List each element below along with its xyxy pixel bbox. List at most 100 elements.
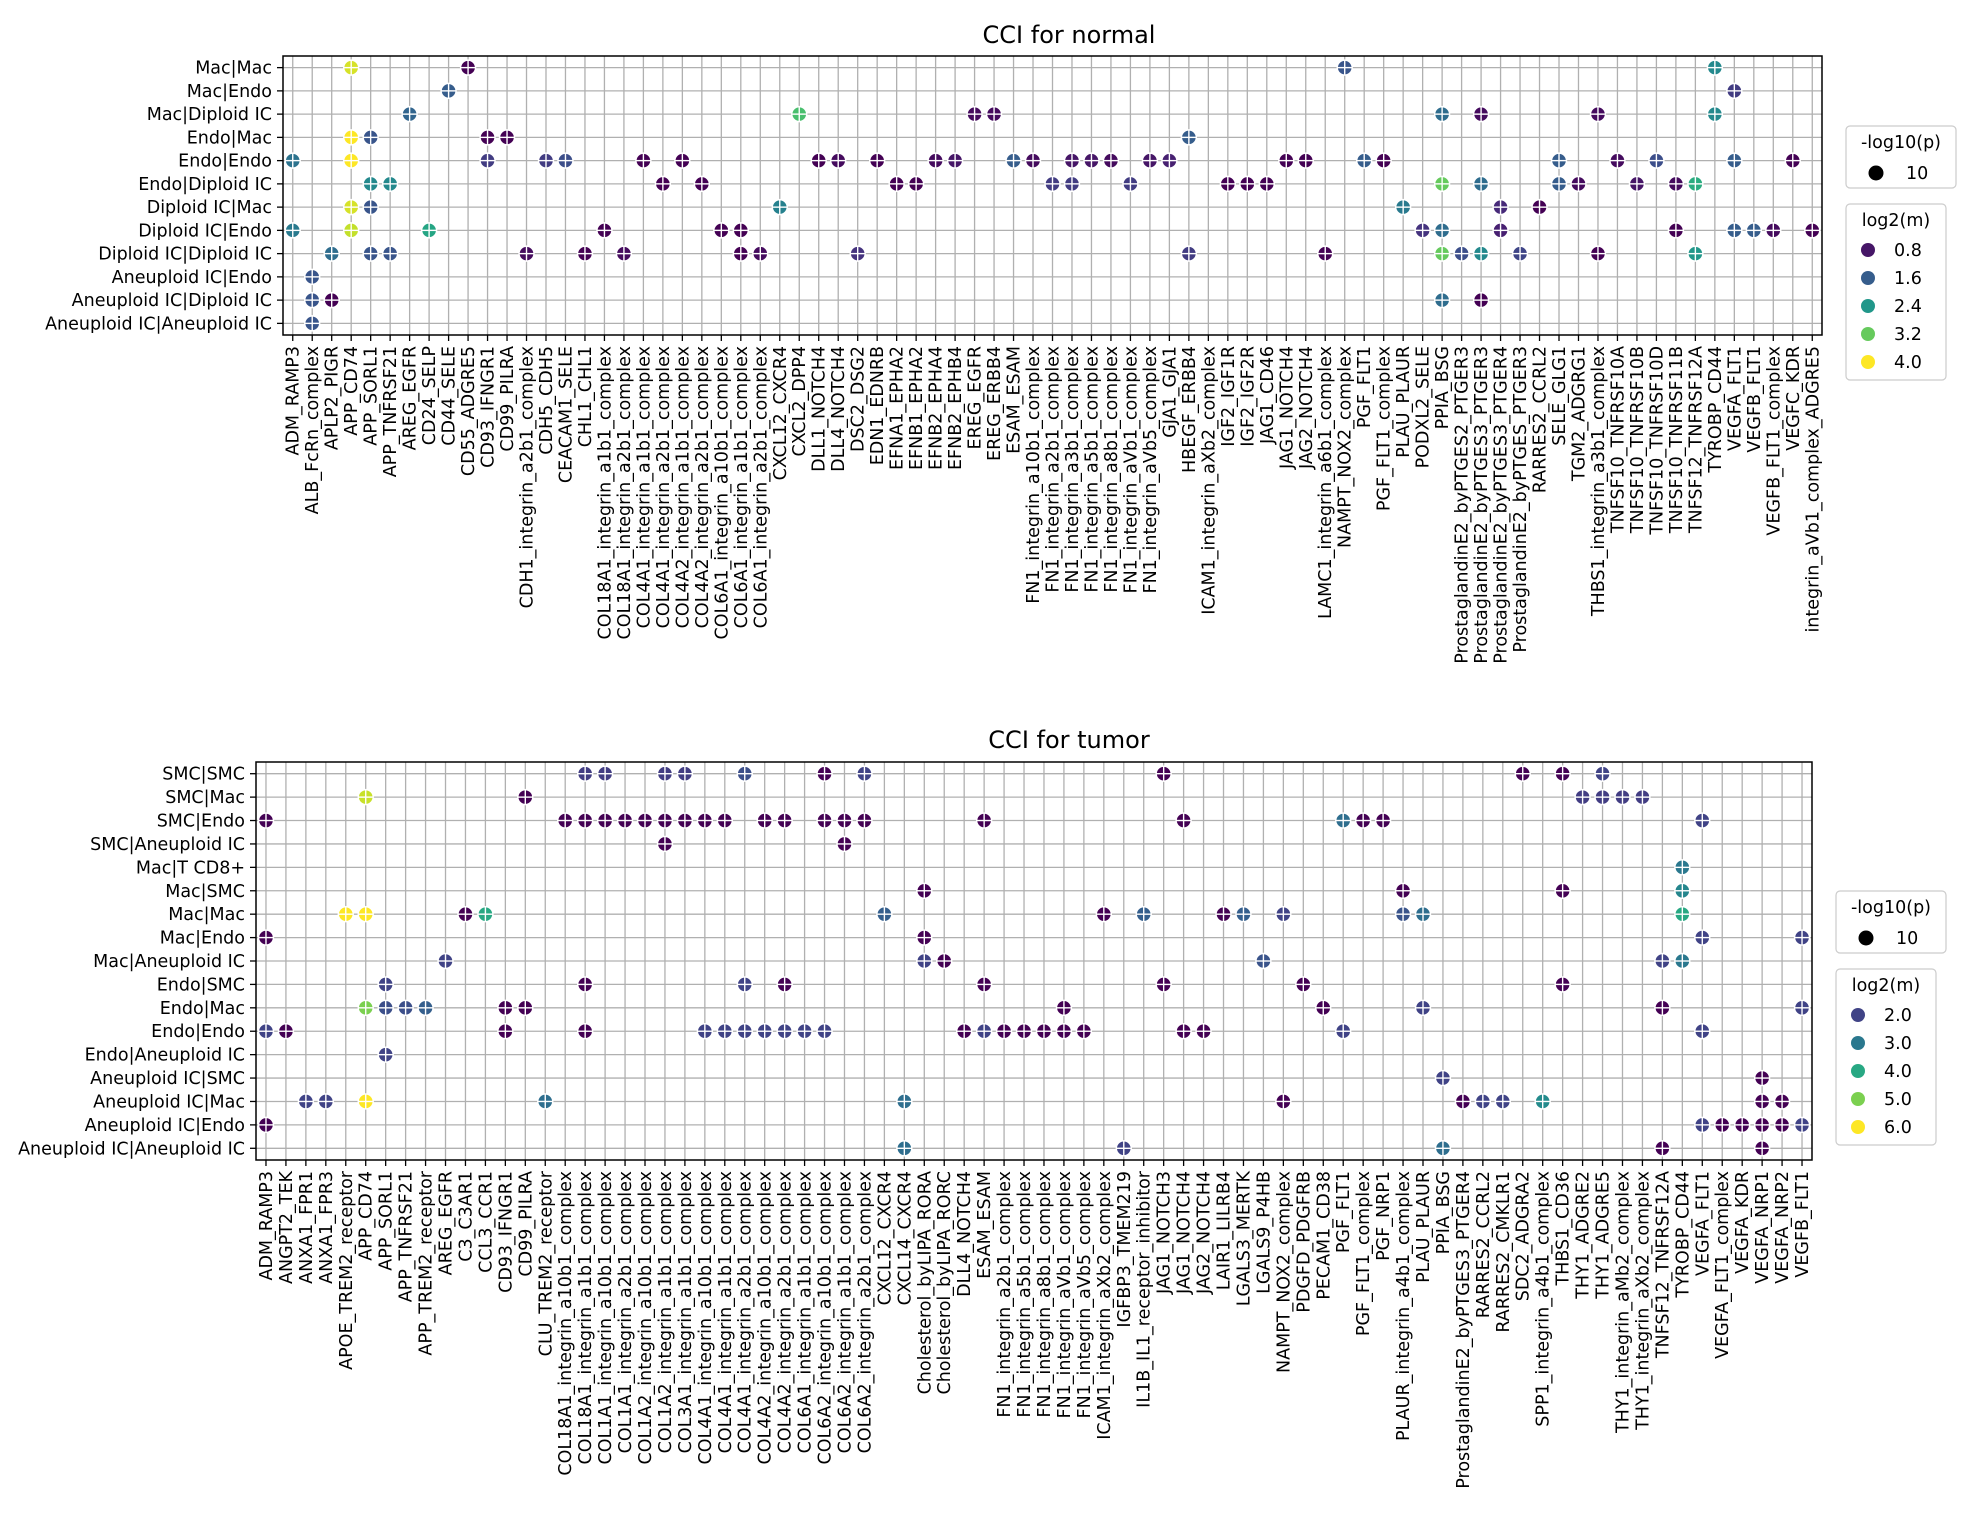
point-prostaglandine2-byptges-ptger3--diploid-ic-diploid-ic: [1511, 245, 1529, 262]
x-tick-label-col3a1-integrin-a1b1-complex: COL3A1_integrin_a1b1_complex: [676, 1171, 696, 1453]
x-tick-label-plau-plaur: PLAU_PLAUR: [1414, 1171, 1434, 1283]
x-tick-label-igfbp3-tmem219: IGFBP3_TMEM219: [1115, 1171, 1135, 1328]
point-cholesterol-bylipa-rora--mac-smc: [916, 882, 933, 899]
point-thy1-adgre5--smc-mac: [1594, 788, 1611, 806]
point-tnfsf12-tnfrsf12a--diploid-ic-diploid-ic: [1687, 245, 1704, 262]
x-tick-label-vegfb-flt1: VEGFB_FLT1: [1745, 346, 1765, 453]
x-tick-label-fn1-integrin-a8b1-complex: FN1_integrin_a8b1_complex: [1102, 346, 1122, 593]
point-vegfb-flt1--endo-mac: [1793, 999, 1811, 1017]
point-anxa1-fpr1--aneuploid-ic-mac: [297, 1093, 315, 1110]
point-tgm2-adgrg1--endo-diploid-ic: [1570, 175, 1587, 193]
x-tick-label-col4a1-integrin-a10b1-complex: COL4A1_integrin_a10b1_complex: [696, 1171, 716, 1464]
x-tick-label-jag2-notch4: JAG2_NOTCH4: [1195, 1171, 1215, 1295]
point-col4a1-integrin-a2b1-complex--endo-diploid-ic: [654, 175, 672, 193]
point-ceacam1-sele--endo-endo: [557, 152, 574, 169]
x-tick-label-vegfb-flt1: VEGFB_FLT1: [1793, 1171, 1813, 1278]
x-tick-label-col6a2-integrin-a10b1-complex: COL6A2_integrin_a10b1_complex: [816, 1171, 836, 1464]
point-integrin-avb1-complex-adgre5--diploid-ic-endo: [1804, 222, 1821, 239]
x-tick-label-edn1-ednrb: EDN1_EDNRB: [868, 346, 888, 465]
y-tick-label-mac-aneuploid-ic: Mac|Aneuploid IC: [93, 952, 245, 972]
size-legend-title: -log10(p): [1861, 133, 1941, 153]
point-app-cd74--mac-mac: [357, 905, 374, 923]
x-tick-label-col4a2-integrin-a2b1-complex: COL4A2_integrin_a2b1_complex: [693, 346, 713, 628]
x-tick-label-tyrobp-cd44: TYROBP_CD44: [1673, 1171, 1693, 1299]
point-col4a2-integrin-a1b1-complex--endo-endo: [674, 152, 691, 169]
x-tick-label-lair1-lilrb4: LAIR1_LILRB4: [1215, 1171, 1235, 1290]
point-jag1-notch3--endo-smc: [1155, 976, 1172, 993]
point-fn1-integrin-a2b1-complex--endo-diploid-ic: [1044, 175, 1061, 193]
x-tick-label-integrin-avb1-complex-adgre5: integrin_aVb1_complex_ADGRE5: [1803, 346, 1823, 633]
x-tick-label-thy1-integrin-axb2-complex: THY1_integrin_aXb2_complex: [1633, 1171, 1653, 1431]
color-legend-label: 4.0: [1884, 1062, 1912, 1082]
point-esam-esam--smc-endo: [975, 812, 993, 829]
point-thbs1-integrin-a3b1-complex--mac-diploid-ic: [1589, 105, 1607, 123]
x-tick-label-efna1-epha2: EFNA1_EPHA2: [888, 346, 908, 470]
point-tnfsf12-tnfrsf12a--endo-diploid-ic: [1687, 175, 1704, 193]
x-tick-label-vegfa-flt1: VEGFA_FLT1: [1693, 1171, 1713, 1276]
y-tick-label-endo-smc: Endo|SMC: [157, 975, 245, 995]
point-cd93-ifngr1--endo-endo: [497, 1023, 514, 1040]
y-tick-label-mac-mac: Mac|Mac: [168, 905, 245, 925]
point-adm-ramp3--diploid-ic-endo: [284, 222, 301, 239]
x-tick-label-fn1-integrin-a10b1-complex: FN1_integrin_a10b1_complex: [1024, 346, 1044, 604]
x-tick-label-col18a1-integrin-a1b1-complex: COL18A1_integrin_a1b1_complex: [595, 346, 615, 639]
point-spp1-integrin-a4b1-complex--aneuploid-ic-mac: [1534, 1093, 1551, 1110]
x-tick-label-col4a2-integrin-a2b1-complex: COL4A2_integrin_a2b1_complex: [776, 1171, 796, 1453]
point-icam1-integrin-axb2-complex--mac-mac: [1095, 905, 1113, 923]
point-jag1-notch4--endo-endo: [1278, 152, 1295, 169]
point-cd93-ifngr1--endo-mac: [479, 129, 496, 146]
point-jag2-notch4--endo-endo: [1297, 152, 1314, 169]
x-tick-label-cdh1-integrin-a2b1-complex: CDH1_integrin_a2b1_complex: [518, 346, 538, 608]
color-legend-title: log2(m): [1852, 976, 1921, 996]
point-tnfsf12-tnfrsf12a--endo-mac: [1654, 999, 1671, 1017]
x-tick-label-pgf-flt1: PGF_FLT1: [1334, 1171, 1354, 1253]
point-thbs1-cd36--mac-smc: [1554, 882, 1571, 899]
point-cholesterol-bylipa-rora--mac-endo: [916, 929, 933, 946]
x-tick-label-fn1-integrin-a8b1-complex: FN1_integrin_a8b1_complex: [1035, 1171, 1055, 1418]
color-legend-marker: [1851, 1008, 1865, 1022]
x-tick-label-cd44-sele: CD44_SELE: [440, 346, 460, 446]
x-tick-label-fn1-integrin-avb1-complex: FN1_integrin_aVb1_complex: [1055, 1171, 1075, 1418]
point-tyrobp-cd44--mac-t-cd8: [1674, 859, 1691, 876]
point-cxcl12-cxcr4--mac-mac: [876, 905, 893, 923]
color-legend-marker: [1861, 355, 1875, 369]
x-tick-label-areg-egfr: AREG_EGFR: [401, 346, 421, 450]
x-tick-label-fn1-integrin-avb1-complex: FN1_integrin_aVb1_complex: [1121, 346, 1141, 593]
x-tick-label-app-cd74: APP_CD74: [357, 1171, 377, 1261]
point-app-tnfrsf21--endo-diploid-ic: [381, 175, 399, 193]
x-tick-label-adm-ramp3: ADM_RAMP3: [284, 346, 304, 456]
point-vegfa-flt1-complex--aneuploid-ic-endo: [1714, 1116, 1731, 1134]
x-tick-label-app-sorl1: APP_SORL1: [362, 346, 382, 446]
x-tick-label-app-trem2-receptor: APP_TREM2_receptor: [417, 1170, 437, 1355]
point-cd99-pilra--endo-mac: [517, 999, 534, 1017]
x-tick-label-cholesterol-bylipa-rorc: Cholesterol_byLIPA_RORC: [935, 1171, 955, 1395]
x-tick-label-pgf-flt1-complex: PGF_FLT1_complex: [1354, 1171, 1374, 1336]
point-app-tnfrsf21--diploid-ic-diploid-ic: [381, 245, 399, 262]
color-legend-marker: [1861, 271, 1875, 285]
color-legend-label: 4.0: [1894, 353, 1922, 373]
point-plau-plaur--diploid-ic-mac: [1394, 198, 1412, 216]
point-efna1-epha2--endo-diploid-ic: [888, 175, 905, 193]
point-col4a2-integrin-a10b1-complex--endo-endo: [756, 1023, 773, 1040]
x-tick-label-cd99-pilra: CD99_PILRA: [516, 1171, 536, 1277]
point-dsc2-dsg2--diploid-ic-diploid-ic: [849, 245, 866, 262]
point-col4a2-integrin-a10b1-complex--smc-endo: [756, 812, 773, 829]
point-efnb2-ephb4--endo-endo: [946, 152, 964, 169]
color-legend-label: 3.2: [1894, 325, 1922, 345]
point-tnfsf10-tnfrsf10a--endo-endo: [1609, 152, 1626, 169]
x-tick-label-prostaglandine2-byptges3-ptger3: ProstaglandinE2_byPTGES3_PTGER3: [1472, 346, 1492, 664]
x-tick-label-jag2-notch4: JAG2_NOTCH4: [1297, 346, 1317, 470]
x-tick-label-col6a1-integrin-a1b1-complex: COL6A1_integrin_a1b1_complex: [796, 1171, 816, 1453]
grid: [256, 762, 1812, 1160]
x-tick-label-col6a1-integrin-a10b1-complex: COL6A1_integrin_a10b1_complex: [712, 346, 732, 639]
x-tick-label-thbs1-integrin-a3b1-complex: THBS1_integrin_a3b1_complex: [1589, 346, 1609, 617]
point-vegfb-flt1-complex--diploid-ic-endo: [1765, 222, 1782, 239]
x-tick-label-fn1-integrin-a5b1-complex: FN1_integrin_a5b1_complex: [1082, 346, 1102, 593]
grid: [283, 56, 1822, 335]
point-hbegf-erbb4--diploid-ic-diploid-ic: [1180, 245, 1198, 262]
y-tick-label-diploid-ic-diploid-ic: Diploid IC|Diploid IC: [98, 245, 272, 265]
point-jag1-notch4--endo-endo: [1175, 1023, 1192, 1040]
